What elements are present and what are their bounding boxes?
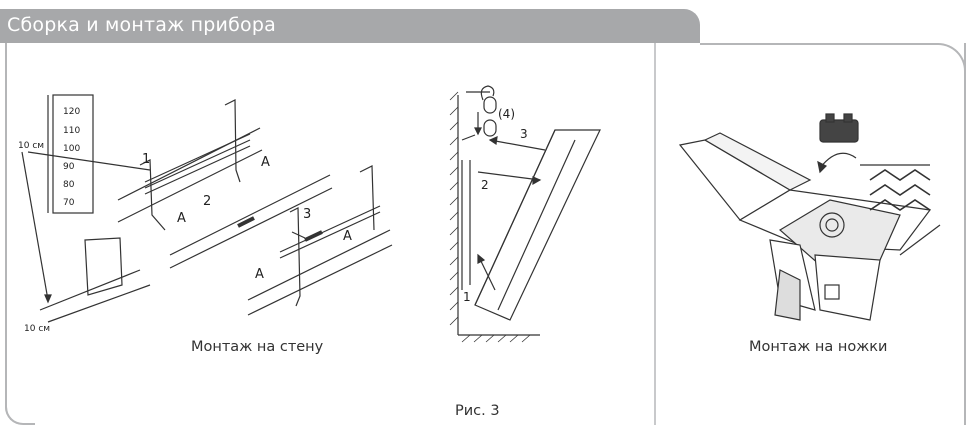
wall-mount-illustration: 120 110 100 90 80 70 10 см 10 см 1 2 3 A… [18,94,393,334]
step-label-2: 2 [203,194,211,209]
height-ruler [52,94,94,214]
bracket-label-a: A [255,267,264,282]
dimension-label-top: 10 см [18,141,44,151]
scale-label: 120 [63,107,80,117]
feet-mount-caption: Монтаж на ножки [749,339,888,355]
scale-label: 80 [63,180,75,190]
dimension-line-down [21,151,49,301]
dimension-line-top [27,151,151,171]
section-header-tab [0,9,700,43]
frame-bottom-corner [5,405,35,425]
scale-label: 90 [63,162,75,172]
scale-label: 100 [63,144,80,154]
wall-mount-caption: Монтаж на стену [191,339,324,355]
section-title: Сборка и монтаж прибора [7,14,276,36]
side-step-1: 1 [463,290,471,304]
bracket-label-a: A [343,229,352,244]
panel-divider [654,43,656,425]
side-step-2: 2 [481,178,489,192]
content-frame [5,43,966,425]
step-label-1: 1 [142,152,150,167]
bracket-label-a: A [177,211,186,226]
bracket-label-a: A [261,155,270,170]
side-step-3: 3 [520,127,528,141]
feet-mount-illustration [678,113,941,321]
scale-label: 110 [63,126,80,136]
side-view-illustration: (4) 3 2 1 [449,85,601,343]
step-label-3: 3 [303,207,311,222]
figure-caption: Рис. 3 [455,403,500,419]
side-step-4: (4) [498,107,515,121]
dimension-label-bottom: 10 см [24,324,50,334]
scale-label: 70 [63,198,75,208]
